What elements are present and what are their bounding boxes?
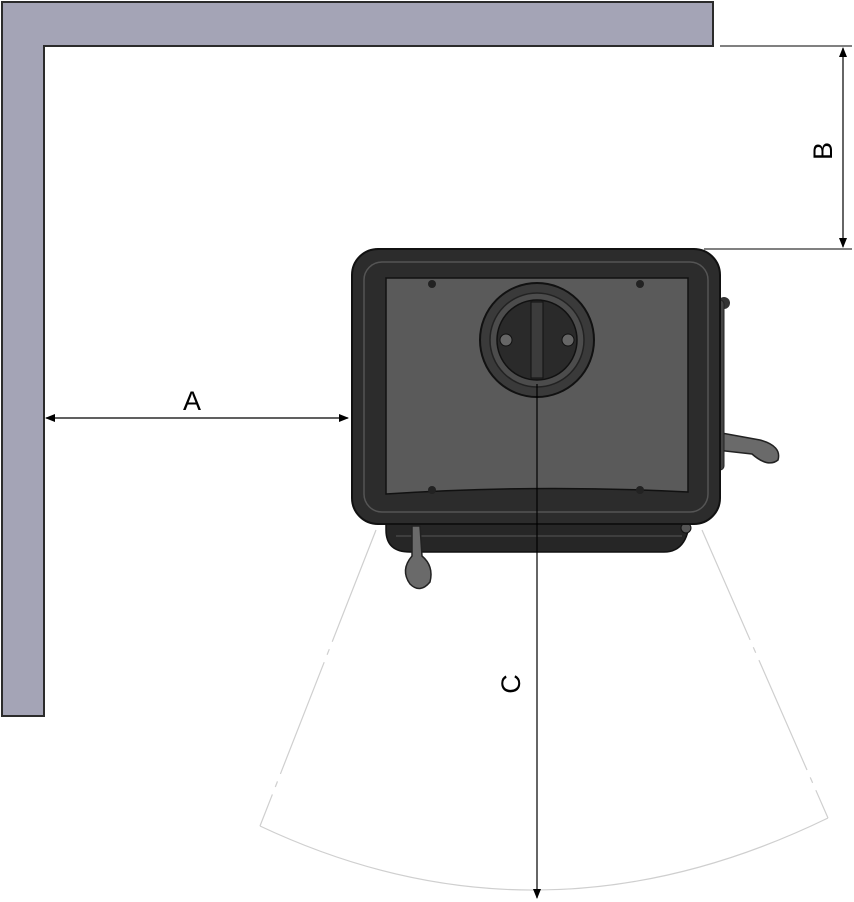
door-handle-icon xyxy=(404,525,432,590)
label-front-clearance: C xyxy=(496,674,526,694)
label-rear-clearance: B xyxy=(808,142,838,160)
side-handle-icon xyxy=(715,431,780,464)
flue-outlet-icon xyxy=(479,282,595,398)
dimension-c: C xyxy=(496,384,541,899)
front-clearance-zone xyxy=(259,529,829,891)
dimension-b: B xyxy=(704,45,852,250)
dimension-a: A xyxy=(45,386,349,422)
label-side-clearance: A xyxy=(183,386,201,416)
corner-wall xyxy=(1,1,714,717)
stove xyxy=(351,248,780,590)
